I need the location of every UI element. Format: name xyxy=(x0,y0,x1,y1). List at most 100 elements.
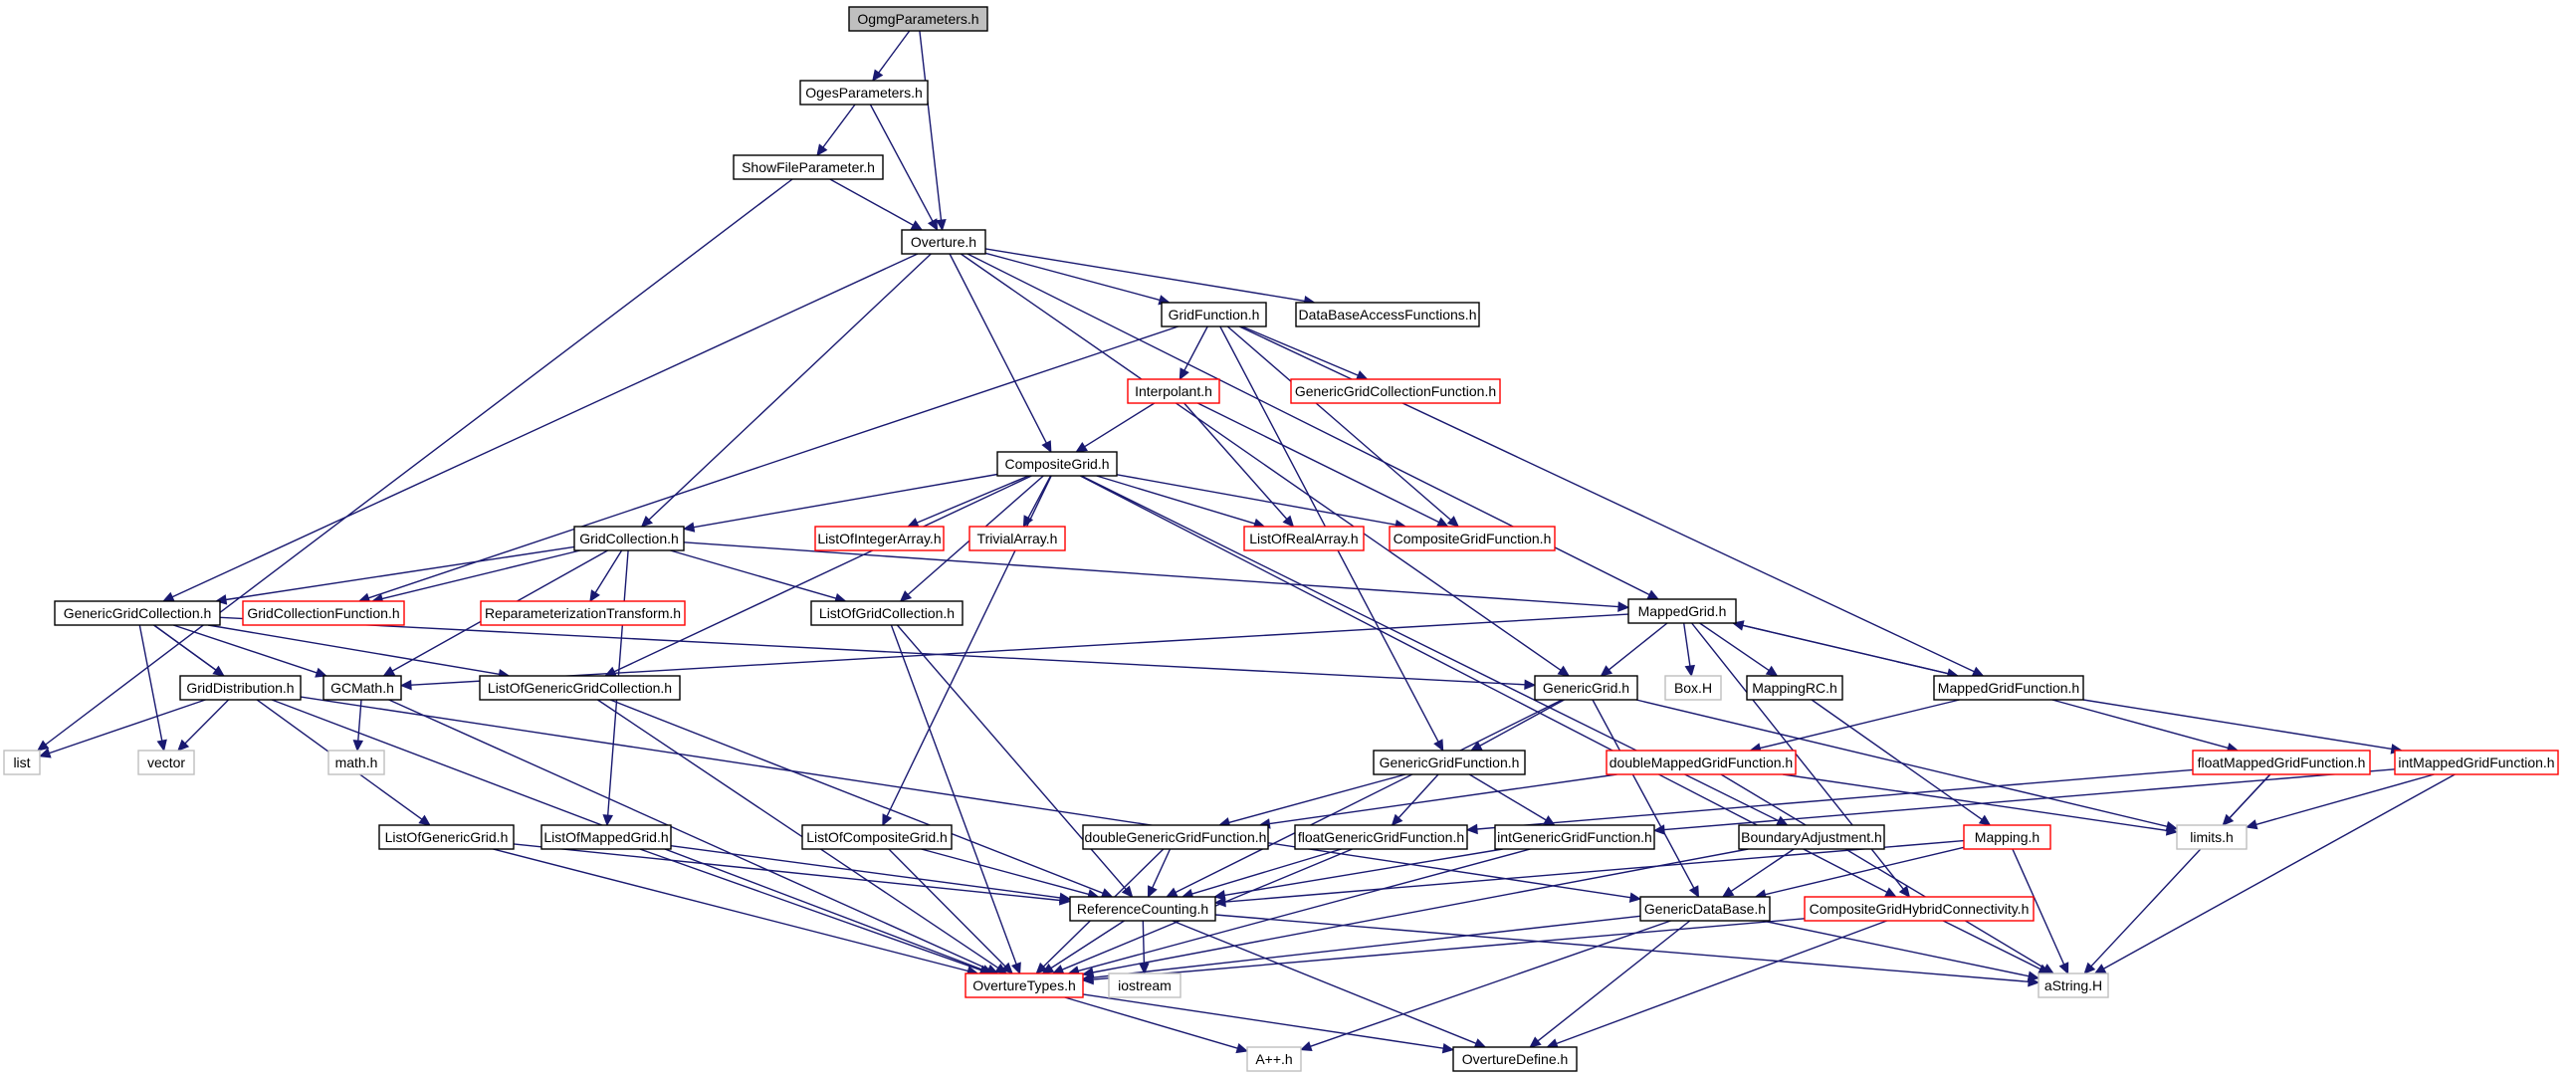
edge-overturetypes-to-appp xyxy=(1064,996,1238,1049)
edge-arrowhead xyxy=(1524,679,1537,691)
edge-arrowhead xyxy=(1446,516,1460,528)
node-label: MappedGrid.h xyxy=(1638,603,1727,619)
node-oges[interactable]: OgesParameters.h xyxy=(799,80,929,106)
node-compgridfunc[interactable]: CompositeGridFunction.h xyxy=(1389,526,1556,551)
edge-refcounting-to-overturedefine xyxy=(1172,920,1477,1044)
node-box xyxy=(1243,526,1365,551)
node-trivialarray[interactable]: TrivialArray.h xyxy=(968,526,1066,551)
edge-floatmgf-to-floatgengridfunc xyxy=(1476,768,2194,830)
edge-oges-to-showfile xyxy=(822,104,856,148)
node-floatgengridfunc[interactable]: floatGenericGridFunction.h xyxy=(1294,824,1468,850)
edge-listgridcoll-to-overturetypes xyxy=(890,624,1017,965)
edge-listcompgrid-to-overturetypes xyxy=(888,848,1006,968)
node-gengridfunc[interactable]: GenericGridFunction.h xyxy=(1373,750,1526,775)
node-mappedgridfunc[interactable]: MappedGridFunction.h xyxy=(1933,675,2084,701)
node-listcompgrid[interactable]: ListOfCompositeGrid.h xyxy=(801,824,953,850)
node-listgengrid[interactable]: ListOfGenericGrid.h xyxy=(378,824,515,850)
node-label: Overture.h xyxy=(911,234,976,250)
node-gridfunction[interactable]: GridFunction.h xyxy=(1161,302,1267,327)
node-limits[interactable]: limits.h xyxy=(2176,824,2248,850)
edge-arrowhead xyxy=(1213,890,1226,901)
node-overture[interactable]: Overture.h xyxy=(901,229,986,255)
node-interpolant[interactable]: Interpolant.h xyxy=(1127,378,1220,404)
node-listrealarray[interactable]: ListOfRealArray.h xyxy=(1243,526,1365,551)
node-griddist[interactable]: GridDistribution.h xyxy=(179,675,302,701)
node-label: CompositeGridFunction.h xyxy=(1394,531,1552,546)
node-astring[interactable]: aString.H xyxy=(2038,972,2109,998)
node-showfile[interactable]: ShowFileParameter.h xyxy=(733,154,884,180)
node-listgridcoll[interactable]: ListOfGridCollection.h xyxy=(810,600,964,626)
node-box xyxy=(479,675,681,701)
node-label: GenericGridFunction.h xyxy=(1380,755,1520,770)
node-intgengridfunc[interactable]: intGenericGridFunction.h xyxy=(1494,824,1655,850)
node-label: intGenericGridFunction.h xyxy=(1497,829,1652,845)
node-gridcollfunc[interactable]: GridCollectionFunction.h xyxy=(242,600,405,626)
node-label: ListOfMappedGrid.h xyxy=(543,829,668,845)
node-mappingh[interactable]: Mapping.h xyxy=(1963,824,2051,850)
edge-arrowhead xyxy=(382,666,396,677)
node-appp[interactable]: A++.h xyxy=(1246,1046,1302,1072)
edge-overture-to-gridcollection xyxy=(648,253,932,521)
edge-overture-to-compositegrid xyxy=(949,253,1047,444)
edge-arrowhead xyxy=(1041,963,1055,974)
node-intmgf[interactable]: intMappedGridFunction.h xyxy=(2394,750,2559,775)
edge-gendatabase-to-astring xyxy=(1762,920,2030,977)
edge-arrowhead xyxy=(1010,962,1021,975)
node-vector[interactable]: vector xyxy=(137,750,195,775)
node-boundaryadj[interactable]: BoundaryAdjustment.h xyxy=(1738,824,1885,850)
edge-arrowhead xyxy=(2027,970,2040,981)
edge-showfile-to-overture xyxy=(829,178,914,226)
edge-gengridcoll-to-vector xyxy=(138,624,163,742)
node-reparam[interactable]: ReparameterizationTransform.h xyxy=(480,600,686,626)
node-label: ListOfGenericGrid.h xyxy=(385,829,509,845)
node-gencollfunc[interactable]: GenericGridCollectionFunction.h xyxy=(1290,378,1501,404)
edge-genericgrid-to-gendatabase xyxy=(1592,699,1695,889)
edge-arrowhead xyxy=(1557,665,1571,677)
edge-griddist-to-list xyxy=(49,699,206,755)
node-mappingrc[interactable]: MappingRC.h xyxy=(1746,675,1843,701)
node-gcmath[interactable]: GCMath.h xyxy=(322,675,402,701)
edge-mappedgridfunc-to-floatmgf xyxy=(2051,699,2229,750)
edge-gridfunction-to-interpolant xyxy=(1183,325,1208,371)
node-box xyxy=(2394,750,2559,775)
node-box xyxy=(848,6,988,32)
node-mathh[interactable]: math.h xyxy=(327,750,385,775)
node-box xyxy=(3,750,41,775)
node-label: math.h xyxy=(335,755,378,770)
node-overturedefine[interactable]: OvertureDefine.h xyxy=(1452,1046,1578,1072)
edge-gendatabase-to-overturetypes xyxy=(1092,915,1641,978)
edge-refcounting-to-overturetypes xyxy=(1050,920,1125,970)
edge-arrowhead xyxy=(602,814,614,827)
node-genericgrid[interactable]: GenericGrid.h xyxy=(1534,675,1638,701)
node-mappedgrid[interactable]: MappedGrid.h xyxy=(1627,598,1737,624)
edge-gridfunction-to-compgridfunc xyxy=(1226,325,1452,521)
edge-boundaryadj-to-overturetypes xyxy=(1092,848,1749,973)
node-box xyxy=(2038,972,2109,998)
node-compositegrid[interactable]: CompositeGrid.h xyxy=(996,451,1118,477)
edge-arrowhead xyxy=(1391,813,1403,826)
node-boxh[interactable]: Box.H xyxy=(1664,675,1722,701)
node-doublemgf[interactable]: doubleMappedGridFunction.h xyxy=(1606,750,1797,775)
edge-gridcollection-to-gengridcoll xyxy=(225,545,575,601)
node-overturetypes[interactable]: OvertureTypes.h xyxy=(965,972,1084,998)
node-list[interactable]: list xyxy=(3,750,41,775)
node-listintarray[interactable]: ListOfIntegerArray.h xyxy=(814,526,945,551)
node-iostream[interactable]: iostream xyxy=(1108,972,1181,998)
node-listgengridcoll[interactable]: ListOfGenericGridCollection.h xyxy=(479,675,681,701)
node-label: iostream xyxy=(1118,977,1172,993)
node-ogmg[interactable]: OgmgParameters.h xyxy=(848,6,988,32)
node-gridcollection[interactable]: GridCollection.h xyxy=(573,526,685,551)
node-doublegengridfunc[interactable]: doubleGenericGridFunction.h xyxy=(1082,824,1269,850)
node-dbaccess[interactable]: DataBaseAccessFunctions.h xyxy=(1295,302,1480,327)
node-gendatabase[interactable]: GenericDataBase.h xyxy=(1639,896,1771,922)
edge-gendatabase-to-appp xyxy=(1310,920,1671,1047)
node-listmappedgrid[interactable]: ListOfMappedGrid.h xyxy=(540,824,672,850)
edge-arrowhead xyxy=(882,813,893,827)
node-compgridhybrid[interactable]: CompositeGridHybridConnectivity.h xyxy=(1804,896,2035,922)
edge-gridcollection-to-listgridcoll xyxy=(670,549,837,599)
node-floatmgf[interactable]: floatMappedGridFunction.h xyxy=(2192,750,2371,775)
node-refcounting[interactable]: ReferenceCounting.h xyxy=(1069,896,1216,922)
node-gengridcoll[interactable]: GenericGridCollection.h xyxy=(54,600,221,626)
node-box xyxy=(1606,750,1797,775)
